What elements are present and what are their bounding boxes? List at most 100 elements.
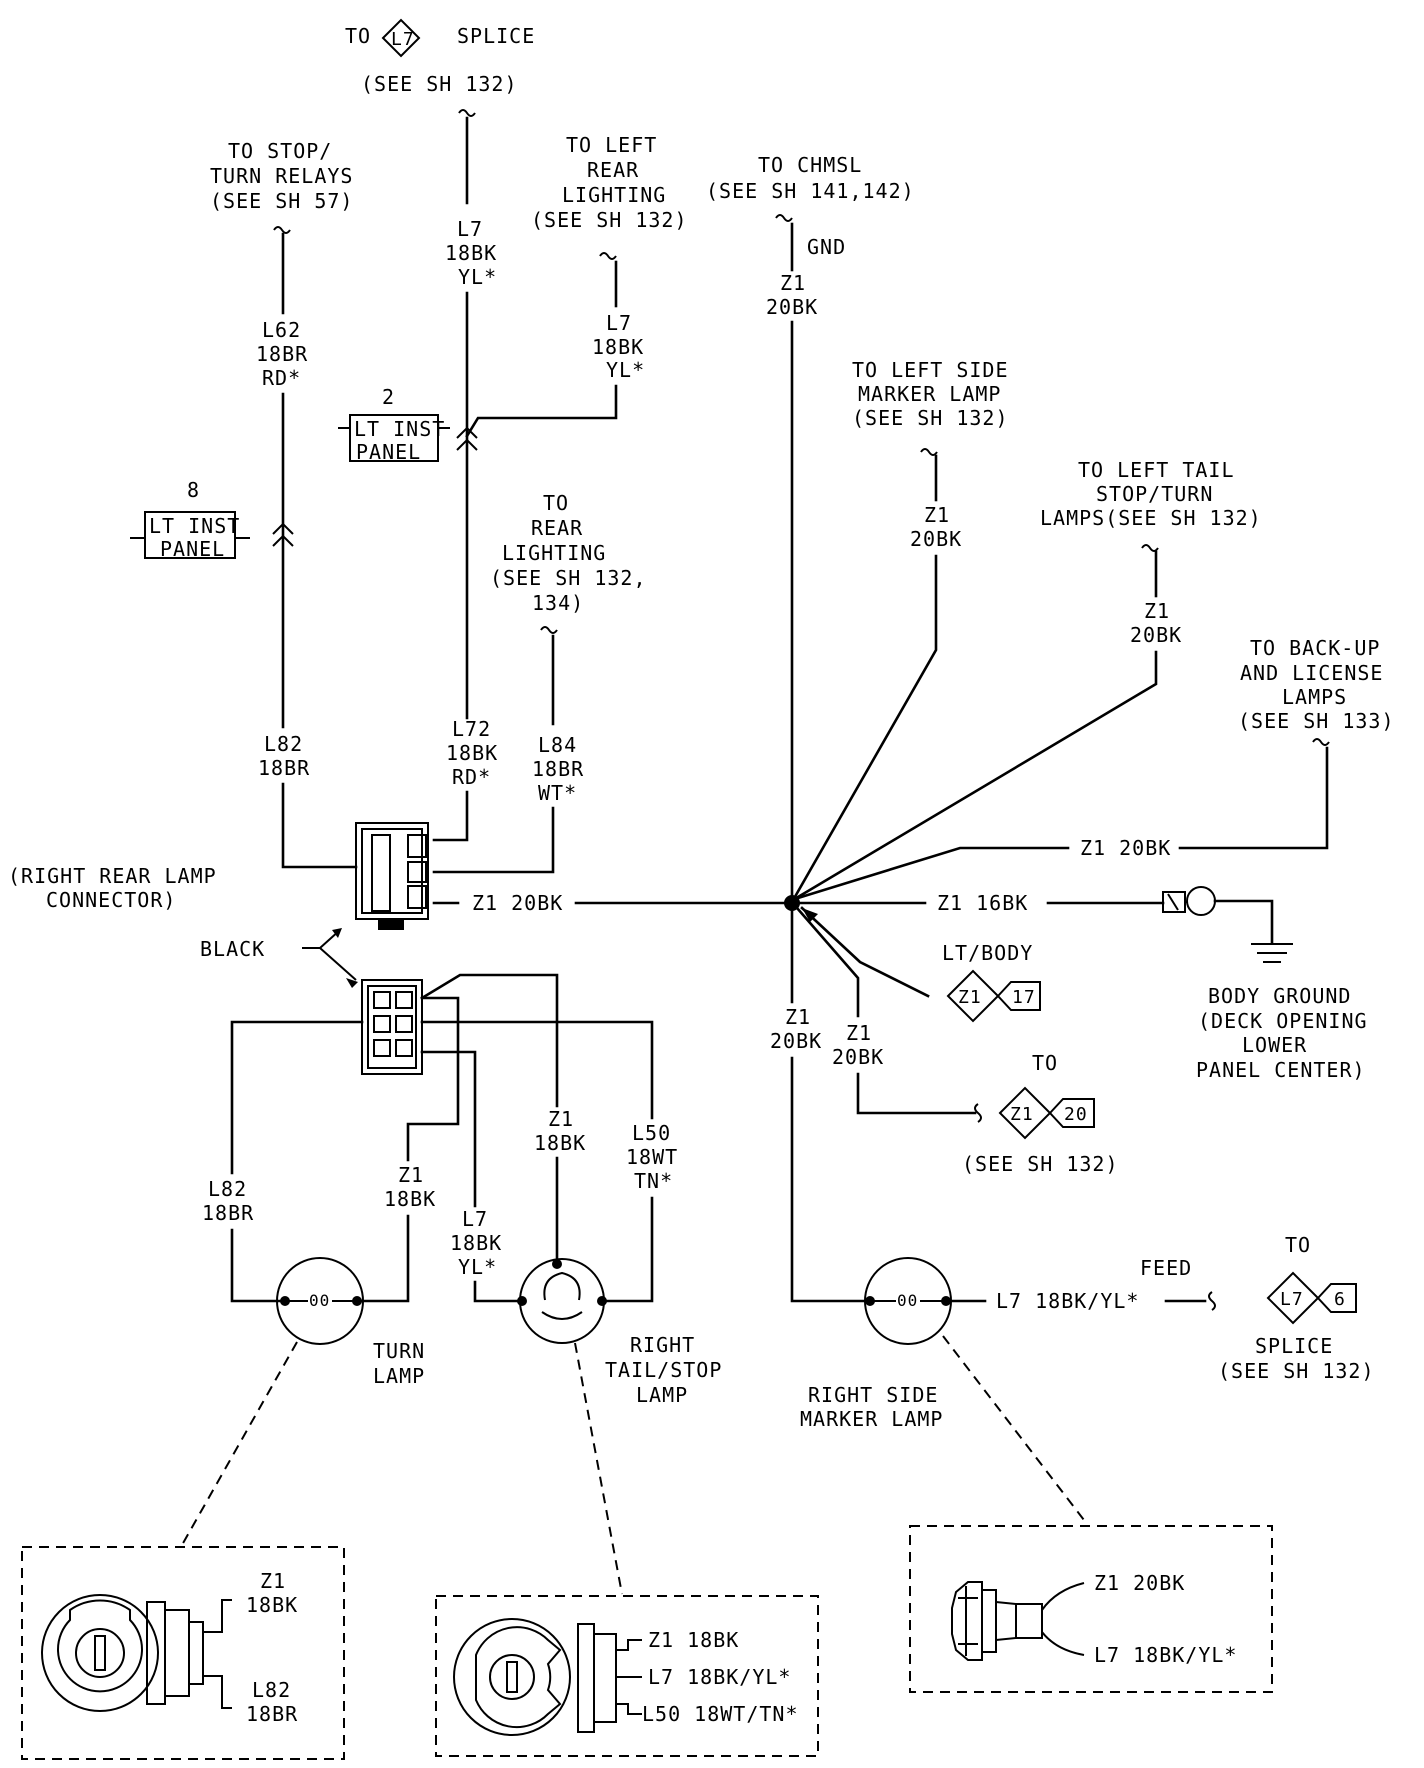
svg-text:TO STOP/: TO STOP/: [228, 139, 332, 163]
svg-text:TURN: TURN: [373, 1339, 425, 1363]
label-z1-tail-lamp: Z1 18BK: [534, 1107, 586, 1155]
label-z1-tail: Z1 20BK: [1130, 599, 1182, 647]
svg-text:L7 18BK/YL*: L7 18BK/YL*: [1094, 1643, 1237, 1667]
wire-l72: [432, 790, 469, 842]
marker-socket-detail-box: [909, 1525, 1273, 1693]
label-l82-lower: L82 18BR: [202, 1177, 253, 1225]
svg-text:(DECK OPENING: (DECK OPENING: [1198, 1009, 1368, 1033]
svg-text:PANEL: PANEL: [356, 440, 421, 464]
svg-text:(SEE SH 132): (SEE SH 132): [1218, 1359, 1375, 1383]
wire-l7-mid-lower: [465, 384, 618, 438]
label-l7-lamp: L7 18BK YL*: [450, 1207, 501, 1279]
svg-text:18BR: 18BR: [532, 757, 584, 781]
inline-connector-2: [456, 426, 478, 451]
arrow-lt-body: [802, 908, 818, 922]
svg-text:L7: L7: [462, 1207, 488, 1231]
inst-panel-8-connector: 8 LT INST PANEL: [130, 478, 250, 561]
svg-text:18BK: 18BK: [446, 741, 498, 765]
svg-text:Z1 20BK: Z1 20BK: [1094, 1571, 1185, 1595]
svg-text:CONNECTOR): CONNECTOR): [46, 888, 176, 912]
svg-text:18WT: 18WT: [626, 1145, 678, 1169]
svg-text:L50: L50: [632, 1121, 671, 1145]
wire-break-backup: [1312, 738, 1330, 746]
svg-text:TO: TO: [543, 491, 569, 515]
label-z1-20bk-conn: Z1 20BK: [472, 891, 563, 915]
svg-text:18BK: 18BK: [534, 1131, 586, 1155]
label-tail-stop-lamp: RIGHT TAIL/STOP LAMP: [605, 1333, 721, 1407]
svg-text:(SEE SH 132): (SEE SH 132): [962, 1152, 1119, 1176]
svg-text:(SEE SH 133): (SEE SH 133): [1238, 709, 1395, 733]
wire-z1-down2-lower: [856, 1072, 977, 1115]
svg-text:LIGHTING: LIGHTING: [502, 541, 606, 565]
svg-text:Z1: Z1: [260, 1569, 286, 1593]
wire-l7-lamp-upper: [420, 1050, 477, 1208]
svg-text:18BK: 18BK: [246, 1593, 298, 1617]
backup-license-destination: TO BACK-UP AND LICENSE LAMPS (SEE SH 133…: [1238, 636, 1395, 733]
svg-text:STOP/TURN: STOP/TURN: [1096, 482, 1213, 506]
svg-text:TO: TO: [1285, 1233, 1311, 1257]
svg-text:20BK: 20BK: [1130, 623, 1182, 647]
l7-6-destination: TO L7 6 SPLICE (SEE SH 132): [1218, 1233, 1375, 1383]
svg-text:18BR: 18BR: [246, 1702, 298, 1726]
svg-text:Z1: Z1: [1144, 599, 1170, 623]
ground-eyelet: [1162, 886, 1216, 916]
svg-text:REAR: REAR: [587, 158, 639, 182]
wire-l82-upper: [281, 782, 358, 869]
svg-text:LAMPS: LAMPS: [1282, 685, 1347, 709]
svg-text:134): 134): [532, 591, 584, 615]
svg-text:TN*: TN*: [634, 1169, 673, 1193]
stop-turn-relays-destination: TO STOP/ TURN RELAYS (SEE SH 57): [210, 139, 353, 213]
black-arrow-down: [346, 978, 358, 988]
inline-connector-8: [272, 522, 294, 547]
svg-text:TO: TO: [1032, 1051, 1058, 1075]
left-rear-lighting-destination: TO LEFT REAR LIGHTING (SEE SH 132): [531, 133, 688, 232]
inst-panel-2-connector: 2 LT INST PANEL: [338, 385, 450, 464]
svg-text:PANEL CENTER): PANEL CENTER): [1196, 1058, 1366, 1082]
svg-text:TO LEFT SIDE: TO LEFT SIDE: [852, 358, 1009, 382]
wire-z1-turn-lower: [356, 1214, 410, 1303]
svg-text:LAMP: LAMP: [373, 1364, 425, 1388]
label-l7-mid: L7 18BK YL*: [592, 311, 644, 382]
label-z1-down2: Z1 20BK: [832, 1021, 883, 1069]
tail-socket-drawing: [453, 1618, 642, 1736]
wire-z1-side-lower: [794, 554, 938, 897]
wire-z1-tail-lamp-upper: [420, 973, 559, 1108]
tail-socket-wire-labels: Z1 18BK L7 18BK/YL* L50 18WT/TN*: [642, 1628, 798, 1726]
svg-text:Z1: Z1: [398, 1163, 424, 1187]
rear-lighting-destination: TO REAR LIGHTING (SEE SH 132, 134): [490, 491, 646, 615]
label-rear-lamp-connector: (RIGHT REAR LAMP CONNECTOR): [8, 864, 216, 912]
tail-socket-detail-box: [435, 1595, 819, 1757]
wire-z1-down1-lower: [790, 1056, 872, 1303]
svg-text:REAR: REAR: [531, 516, 583, 540]
marker-socket-drawing: [951, 1581, 1085, 1661]
black-leader: [302, 929, 357, 981]
wire-z1-tail-lower: [796, 650, 1158, 899]
svg-text:(SEE SH 132): (SEE SH 132): [531, 208, 688, 232]
marker-socket-wire-labels: Z1 20BK L7 18BK/YL*: [1094, 1571, 1237, 1667]
svg-text:20: 20: [1064, 1104, 1088, 1125]
l7-splice-code: L7: [391, 29, 415, 50]
svg-text:00: 00: [309, 1291, 330, 1310]
wire-break-l7-top: [458, 109, 476, 117]
label-turn-lamp: TURN LAMP: [373, 1339, 425, 1388]
svg-text:MARKER LAMP: MARKER LAMP: [800, 1407, 943, 1431]
wire-ground-lead: [1213, 899, 1274, 944]
svg-text:YL*: YL*: [458, 265, 497, 289]
svg-text:TURN RELAYS: TURN RELAYS: [210, 164, 353, 188]
wire-l82-lower-upper: [230, 1020, 364, 1175]
wire-l84-lower: [432, 806, 555, 874]
svg-text:Z1: Z1: [548, 1107, 574, 1131]
svg-text:TO CHMSL: TO CHMSL: [758, 153, 862, 177]
wire-break-left-rear: [599, 252, 617, 260]
svg-text:(SEE SH 141,142): (SEE SH 141,142): [706, 179, 915, 203]
svg-text:18BK: 18BK: [384, 1187, 436, 1211]
left-tail-destination: TO LEFT TAIL STOP/TURN LAMPS(SEE SH 132): [1040, 458, 1261, 530]
rear-lamp-connector: [355, 822, 429, 930]
label-feed: FEED: [1140, 1256, 1192, 1280]
label-l62: L62 18BR RD*: [256, 318, 308, 390]
svg-text:L62: L62: [262, 318, 301, 342]
svg-text:18BR: 18BR: [256, 342, 308, 366]
label-l72: L72 18BK RD*: [446, 717, 498, 789]
svg-text:PANEL: PANEL: [160, 537, 225, 561]
svg-text:Z1 18BK: Z1 18BK: [648, 1628, 739, 1652]
